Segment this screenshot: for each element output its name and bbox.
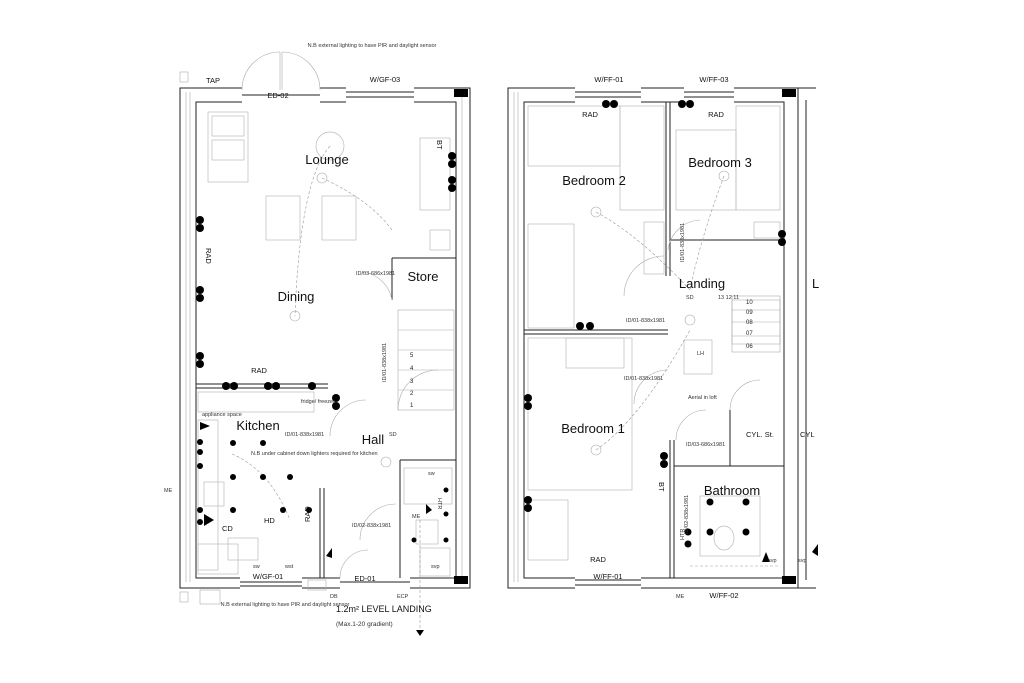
ground-floor-plan: Lounge Dining Kitchen Hall Store TAP ED-…	[164, 43, 471, 636]
label-wff01-bottom: W/FF-01	[593, 572, 622, 581]
note-external-lighting-top-text: N.B external lighting to have PIR and da…	[308, 43, 437, 49]
note-external-lighting-top: N.B external lighting to have PIR and da…	[308, 43, 437, 49]
label-sw-kitchen: sw	[253, 564, 260, 570]
label-rad-lounge: RAD	[204, 248, 213, 264]
ground-sockets	[196, 152, 456, 558]
room-label-kitchen: Kitchen	[236, 418, 279, 433]
label-door-id01-kitchen: ID/01-838x1981	[285, 432, 324, 438]
label-rad-bedroom-1: RAD	[590, 555, 606, 564]
stair-num-1: 1	[410, 403, 414, 409]
label-door-id02-first: ID/02-838x1981	[684, 495, 690, 534]
label-door-id02: ID/02-838x1981	[352, 523, 391, 529]
label-door-id01-bedroom-1: ID/01-838x1981	[624, 376, 663, 382]
label-loft-hatch: LH	[697, 351, 704, 357]
label-rad-bedroom-3: RAD	[708, 110, 724, 119]
label-bt-first: BT	[657, 482, 666, 492]
landing-subtitle: (Max.1-20 gradient)	[336, 621, 393, 628]
label-door-id01-vertical: ID/01-838x1981	[382, 343, 388, 382]
room-label-bedroom-3: Bedroom 3	[688, 155, 752, 170]
label-me-hall: ME	[412, 514, 421, 520]
label-partial-l: L	[812, 276, 819, 291]
label-cd: CD	[222, 524, 233, 533]
room-label-bedroom-1: Bedroom 1	[561, 421, 625, 436]
label-htr-ground: HTR	[436, 498, 442, 509]
stair-num-07: 07	[746, 331, 753, 337]
label-door-id01-bedroom-3: ID/01-838x1981	[680, 223, 686, 262]
label-sd-ground: SD	[389, 432, 397, 438]
room-label-cylinder-store: CYL. St.	[746, 430, 774, 439]
stair-num-2: 2	[410, 391, 414, 397]
label-wff02: W/FF-02	[709, 591, 738, 600]
label-aerial: Aerial in loft	[688, 395, 717, 401]
label-svp-first: svp	[768, 558, 777, 564]
label-wst: wst	[284, 564, 294, 570]
label-htr-first: HTR	[680, 529, 686, 540]
label-db: DB	[330, 594, 338, 600]
label-rad-hall: RAD	[303, 506, 312, 522]
stair-num-10: 10	[746, 300, 753, 306]
label-ed02: ED-02	[267, 91, 288, 100]
note-kitchen-lighting: N.B under cabinet down lighters required…	[251, 451, 378, 457]
label-svp-ground: svp	[431, 564, 440, 570]
label-rad-dining: RAD	[251, 366, 267, 375]
label-bt-ground: BT	[435, 140, 444, 150]
stair-num-4: 4	[410, 366, 414, 372]
room-label-lounge: Lounge	[305, 152, 348, 167]
stair-num-06: 06	[746, 344, 753, 350]
label-wgf03: W/GF-03	[370, 75, 400, 84]
label-fridge: fridge/ freezer	[301, 399, 335, 405]
first-floor-plan: Bedroom 2 Bedroom 3 Landing Bedroom 1 Ba…	[507, 75, 819, 600]
label-svp-first-2: svp	[798, 558, 807, 564]
room-label-dining: Dining	[278, 289, 315, 304]
label-sw-hall: sw	[428, 471, 435, 477]
note-external-lighting-bottom: N.B external lighting to have PIR and da…	[221, 602, 350, 608]
room-label-landing: Landing	[679, 276, 725, 291]
label-stair-top-numbers: 13 12 11	[718, 295, 739, 301]
label-hd: HD	[264, 516, 275, 525]
room-label-bedroom-2: Bedroom 2	[562, 173, 626, 188]
label-tap: TAP	[206, 76, 220, 85]
label-door-id03: ID/03-686x1981	[356, 271, 395, 277]
first-floor-sockets	[524, 100, 818, 562]
stair-num-3: 3	[410, 379, 414, 385]
label-door-id01-bedroom-2: ID/01-838x1981	[626, 318, 665, 324]
room-label-store: Store	[407, 269, 438, 284]
label-rad-bedroom-2: RAD	[582, 110, 598, 119]
label-door-id03-first: ID/03-686x1981	[686, 442, 725, 448]
stair-num-08: 08	[746, 320, 753, 326]
room-label-cylinder-partial: CYL	[800, 430, 815, 439]
room-label-bathroom: Bathroom	[704, 483, 760, 498]
stair-num-09: 09	[746, 310, 753, 316]
label-appliance: appliance space	[202, 412, 242, 418]
label-me-left: ME	[164, 488, 173, 494]
label-me-first: ME	[676, 594, 685, 600]
label-ed01: ED-01	[354, 574, 375, 583]
label-wgf01: W/GF-01	[253, 572, 283, 581]
label-sd-first: SD	[686, 295, 694, 301]
stair-num-5: 5	[410, 353, 414, 359]
landing-title: 1.2m² LEVEL LANDING	[336, 604, 432, 614]
room-label-hall: Hall	[362, 432, 385, 447]
label-wff03: W/FF-03	[699, 75, 728, 84]
label-ecp: ECP	[397, 594, 409, 600]
label-wff01-top: W/FF-01	[594, 75, 623, 84]
